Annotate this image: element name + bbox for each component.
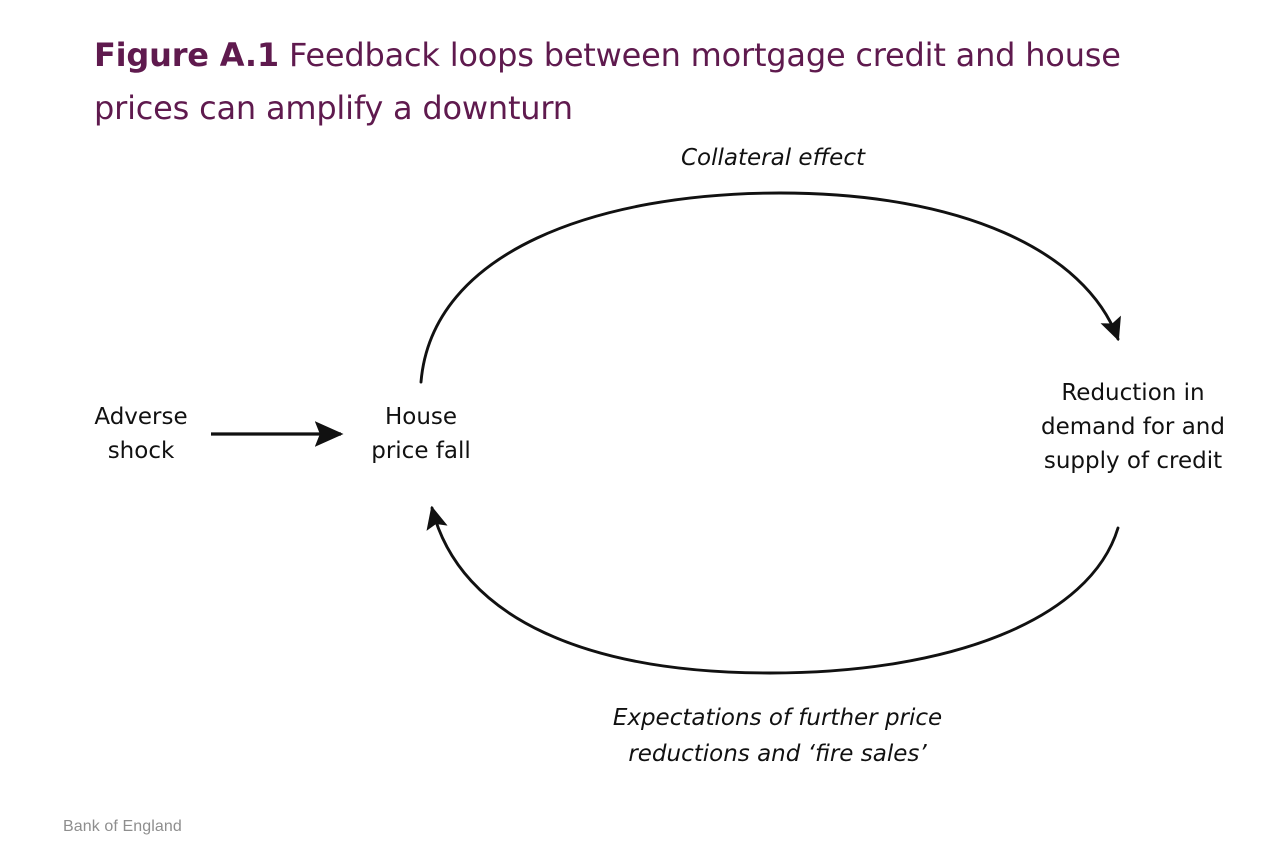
source-attribution: Bank of England	[63, 818, 182, 835]
node-house-price-fall: House price fall	[371, 404, 471, 464]
edge-label-collateral-effect: Collateral effect	[681, 145, 865, 171]
edge-expectations-arrow	[426, 505, 1120, 675]
edge-collateral-effect-arrow	[419, 191, 1121, 384]
edge-label-expectations: Expectations of further price reductions…	[612, 705, 943, 767]
node-reduction-in-credit: Reduction in demand for and supply of cr…	[1041, 380, 1225, 474]
figure-title-text: Feedback loops between mortgage credit a…	[94, 36, 1121, 128]
figure-number: Figure A.1	[94, 36, 279, 75]
node-adverse-shock: Adverse shock	[94, 404, 188, 464]
